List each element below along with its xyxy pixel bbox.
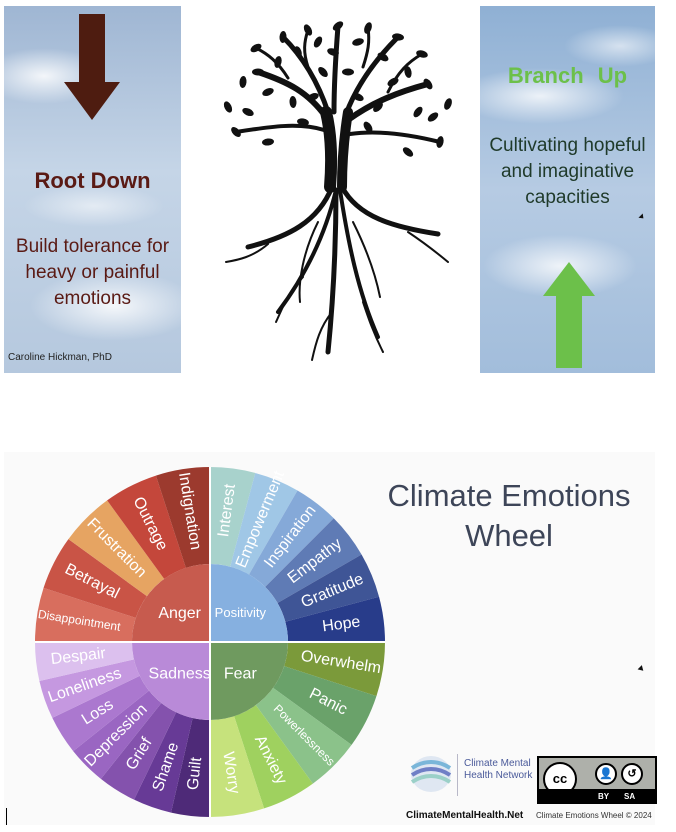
wheel-segment-anxiety — [234, 705, 313, 809]
wheel-segment-interest — [210, 467, 256, 567]
wheel-segment-outrage — [107, 475, 186, 579]
text-caret — [6, 808, 7, 825]
author-credit: Caroline Hickman, PhD — [8, 352, 112, 363]
wheel-segment-grief — [100, 702, 177, 800]
tree-leaf — [392, 33, 404, 41]
wheel-segment-shame — [134, 712, 193, 813]
tree-leaf — [223, 101, 233, 113]
cc-sa-label: SA — [624, 792, 636, 801]
wheel-label-worry: Worry — [219, 751, 242, 796]
wheel-segment-loneliness — [39, 659, 140, 718]
arrow-up-icon — [543, 262, 595, 368]
tree-leaf — [231, 127, 241, 137]
creative-commons-badge: cc 👤 ↺ BY SA — [537, 756, 657, 804]
wheel-label-interest: Interest — [215, 482, 239, 538]
wheel-core-label-fear: Fear — [224, 666, 258, 683]
tree-leaf — [436, 136, 444, 148]
wheel-core-label-anger: Anger — [158, 605, 201, 622]
wheel-core-label-sadness: Sadness — [149, 666, 211, 683]
copyright-notice: Climate Emotions Wheel © 2024 — [536, 811, 652, 820]
arrow-down-icon — [64, 14, 120, 120]
wheel-segment-hope — [285, 596, 385, 642]
wheel-segment-betrayal — [43, 539, 147, 618]
tree-leaf — [274, 56, 282, 68]
tree-leaf — [423, 78, 433, 90]
tree-leaf — [332, 21, 344, 31]
tree-leaf — [279, 31, 287, 43]
wheel-core-sadness — [132, 642, 210, 720]
branch-up-description: Cultivating hopeful and imaginative capa… — [489, 135, 646, 208]
wheel-label-hope: Hope — [321, 613, 361, 635]
tree-leaf — [364, 22, 372, 34]
tree-leaf — [377, 52, 389, 62]
root-branch-slide: Root Down Build tolerance for heavy or p… — [4, 6, 655, 373]
tree-leaf — [416, 50, 428, 58]
website-url: ClimateMentalHealth.Net — [406, 810, 524, 821]
wheel-segment-worry — [210, 716, 265, 817]
tree-leaf — [413, 106, 423, 118]
tree-leaf — [294, 46, 302, 58]
wheel-segment-indignation — [155, 467, 210, 568]
wheel-segment-loss — [52, 675, 150, 752]
tree-leaf — [250, 43, 262, 53]
share-alike-icon: ↺ — [621, 763, 643, 785]
mouse-cursor-icon — [638, 213, 646, 221]
cc-by-label: BY — [598, 792, 610, 801]
tree-leaf — [363, 121, 373, 133]
tree-leaf — [427, 112, 439, 122]
tree-leaf — [342, 68, 354, 76]
wheel-segment-inspiration — [249, 490, 334, 587]
tree-leaf — [239, 76, 247, 88]
mouse-cursor-icon — [637, 665, 646, 673]
wheel-segment-panic — [273, 666, 377, 745]
tree-leaf — [289, 96, 297, 108]
tree-leaf — [262, 88, 274, 96]
wheel-segment-depression — [73, 690, 162, 779]
tree-leaf — [402, 147, 414, 157]
tree-leaf — [352, 38, 364, 46]
wheel-segment-frustration — [68, 500, 165, 597]
wheel-core-positivity — [210, 564, 288, 642]
organization-name: Climate Mental Health Network — [464, 758, 533, 781]
wheel-label-despair: Despair — [50, 645, 107, 668]
climate-mental-health-network-logo — [410, 756, 452, 792]
logo-divider — [457, 754, 458, 796]
tree-leaf — [444, 98, 452, 110]
attribution-icon: 👤 — [595, 763, 617, 785]
wheel-segment-despair — [35, 642, 134, 681]
wheel-segment-overwhelm — [284, 642, 385, 697]
tree-leaf — [373, 102, 383, 112]
wheel-label-guilt: Guilt — [185, 756, 206, 791]
tree-icon — [223, 21, 452, 361]
root-down-description: Build tolerance for heavy or painful emo… — [15, 236, 170, 309]
tree-leaf — [313, 36, 323, 48]
wheel-segment-powerlessness — [255, 687, 352, 784]
wheel-segment-empathy — [265, 518, 362, 603]
root-down-title: Root Down — [34, 168, 151, 193]
right-sky-panel: Branch Up Cultivating hopeful and imagin… — [480, 6, 655, 373]
slide-title: Climate Emotions Wheel — [387, 478, 631, 553]
tree-leaf — [252, 68, 264, 76]
tree-leaf — [303, 24, 313, 36]
wheel-segment-empowerment — [230, 472, 298, 575]
tree-leaf — [352, 92, 364, 102]
left-sky-panel: Root Down Build tolerance for heavy or p… — [4, 6, 181, 373]
tree-leaf — [318, 66, 328, 78]
wheel-segment-gratitude — [277, 554, 380, 622]
tree-leaf — [404, 66, 412, 78]
wheel-core-anger — [132, 564, 210, 642]
wheel-core-fear — [210, 642, 288, 720]
wheel-core-label-positivity: Positivity — [215, 605, 267, 620]
branch-up-title: Branch Up — [507, 63, 628, 88]
tree-leaf — [307, 93, 319, 101]
tree-leaf — [387, 77, 399, 87]
tree-leaf — [242, 107, 254, 117]
wheel-segment-guilt — [171, 718, 210, 817]
emotions-wheel: InterestEmpowermentInspirationEmpathyGra… — [35, 467, 385, 817]
tree-leaf — [262, 138, 274, 146]
wheel-segment-disappointment — [35, 587, 136, 642]
tree-leaf — [297, 118, 309, 126]
tree-leaf — [327, 48, 339, 56]
